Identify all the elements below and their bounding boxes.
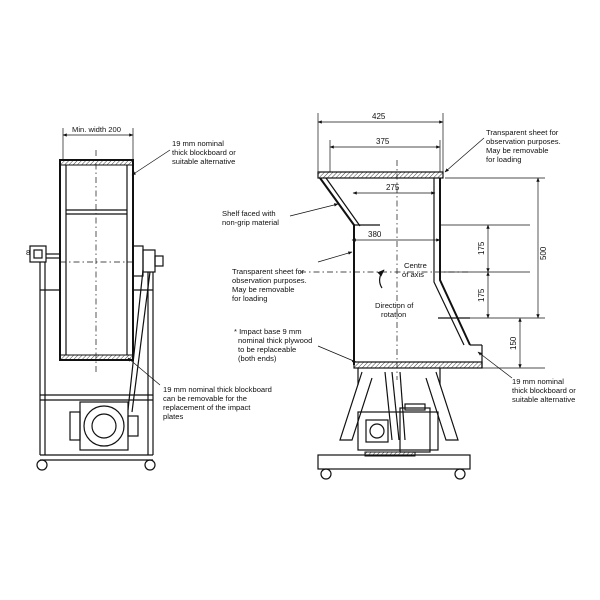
rotation-arrow <box>377 269 385 289</box>
left-side-view: Min. width 200 8 <box>26 125 272 471</box>
dim-segment-upper: 175 <box>477 241 486 255</box>
direction-of-rotation-label: Direction of rotation <box>375 301 414 319</box>
left-blockboard-bottom-line-2: can be removable for the <box>163 394 247 403</box>
transparent-left-line-1: Transparent sheet for <box>232 267 305 276</box>
dimension-segments: 175 175 150 <box>440 224 545 369</box>
centre-line-1: Centre <box>404 261 427 270</box>
transparent-right-line-1: Transparent sheet for <box>486 128 559 137</box>
transparent-right-line-3: May be removable <box>486 146 548 155</box>
dimension-inner-width: 275 <box>352 183 436 195</box>
left-blockboard-top-line-3: suitable alternative <box>172 157 235 166</box>
left-blockboard-bottom-callout: 19 mm nominal thick blockboard can be re… <box>127 357 272 421</box>
right-front-view: 425 375 275 380 <box>222 112 576 480</box>
left-motor <box>69 401 139 451</box>
shelf-callout: Shelf faced with non-grip material <box>222 203 339 227</box>
min-width-dimension: Min. width 200 <box>62 125 134 160</box>
blockboard-right-line-1: 19 mm nominal <box>512 377 564 386</box>
blockboard-right-callout: 19 mm nominal thick blockboard or suitab… <box>477 351 576 404</box>
transparent-right-line-4: for loading <box>486 155 521 164</box>
transparent-sheet-left-callout: Transparent sheet for observation purpos… <box>232 251 353 303</box>
dimension-overall-width: 425 <box>317 112 444 175</box>
dim-overall-width: 425 <box>372 112 386 121</box>
transparent-sheet-right-callout: Transparent sheet for observation purpos… <box>444 128 561 173</box>
centre-line-2: of axis <box>402 270 424 279</box>
left-blockboard-bottom-line-3: replacement of the impact <box>163 403 251 412</box>
dimension-shelf-width: 380 <box>351 230 441 242</box>
transparent-left-line-3: May be removable <box>232 285 294 294</box>
dimension-top-width: 375 <box>329 137 441 172</box>
rotation-line-1: Direction of <box>375 301 414 310</box>
left-blockboard-bottom-line-4: plates <box>163 412 183 421</box>
left-blockboard-top-line-1: 19 mm nominal <box>172 139 224 148</box>
left-bearing: 8 <box>26 245 60 263</box>
transparent-right-line-2: observation purposes. <box>486 137 561 146</box>
dim-height-overall: 500 <box>539 246 548 260</box>
svg-text:8: 8 <box>26 248 30 257</box>
dim-segment-lower: 175 <box>477 288 486 302</box>
impact-base-line-1: * Impact base 9 mm <box>234 327 302 336</box>
left-castors <box>36 459 156 471</box>
transparent-left-line-2: observation purposes. <box>232 276 307 285</box>
left-drum <box>59 150 134 372</box>
impact-base-line-2: nominal thick plywood <box>238 336 312 345</box>
min-width-label: Min. width 200 <box>72 125 121 134</box>
impact-base-line-4: (both ends) <box>238 354 277 363</box>
transparent-left-line-4: for loading <box>232 294 267 303</box>
dimension-height-overall: 500 <box>445 177 548 369</box>
dim-segment-bottom: 150 <box>509 336 518 350</box>
left-frame <box>39 262 154 461</box>
impact-base-callout: * Impact base 9 mm nominal thick plywood… <box>234 327 357 363</box>
left-blockboard-top-line-2: thick blockboard or <box>172 148 236 157</box>
right-pulley <box>132 245 164 277</box>
shelf-line-2: non-grip material <box>222 218 279 227</box>
blockboard-right-line-2: thick blockboard or <box>512 386 576 395</box>
impact-base-line-3: to be replaceable <box>238 345 296 354</box>
left-blockboard-bottom-line-1: 19 mm nominal thick blockboard <box>163 385 272 394</box>
dim-inner-width: 275 <box>386 183 400 192</box>
dim-top-width: 375 <box>376 137 390 146</box>
left-blockboard-top-callout: 19 mm nominal thick blockboard or suitab… <box>131 139 236 176</box>
blockboard-right-line-3: suitable alternative <box>512 395 575 404</box>
dim-shelf-width: 380 <box>368 230 382 239</box>
shelf-line-1: Shelf faced with <box>222 209 276 218</box>
centre-of-axis-label: Centre of axis <box>402 261 427 279</box>
rotation-line-2: rotation <box>381 310 406 319</box>
right-drum <box>300 160 483 380</box>
right-stand <box>317 368 471 480</box>
